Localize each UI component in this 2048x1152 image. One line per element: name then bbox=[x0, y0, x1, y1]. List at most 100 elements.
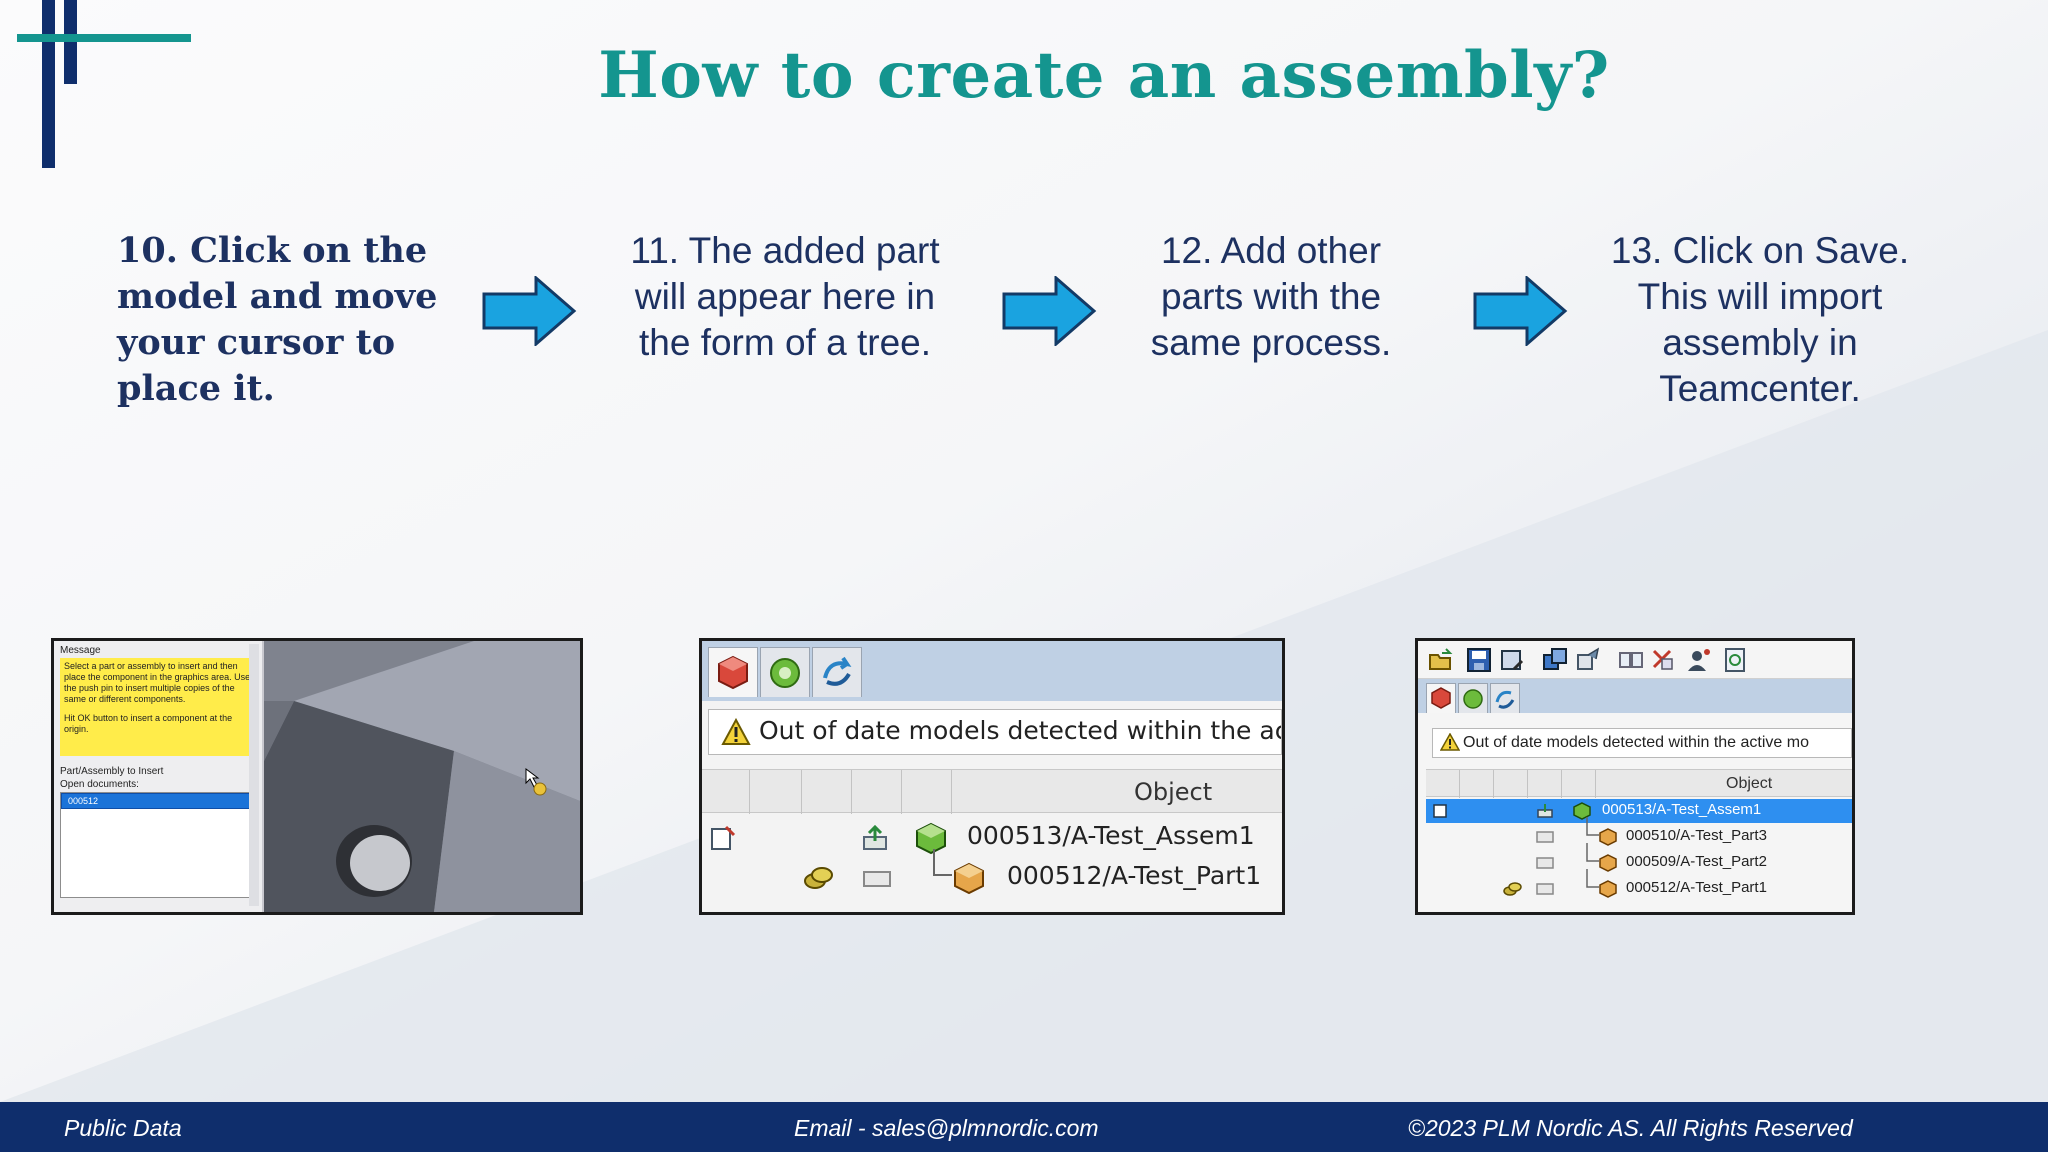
status-box-icon bbox=[1536, 831, 1554, 843]
tab-sync[interactable] bbox=[1490, 683, 1520, 713]
graphics-area[interactable] bbox=[264, 641, 580, 912]
out-of-date-warning: Out of date models detected within the a… bbox=[1432, 728, 1852, 758]
column-header[interactable] bbox=[1426, 770, 1460, 798]
tree-node-label[interactable]: 000513/A-Test_Assem1 bbox=[1602, 801, 1762, 818]
tree-node-label[interactable]: 000510/A-Test_Part3 bbox=[1626, 827, 1767, 844]
corner-logo-lines bbox=[17, 0, 191, 168]
column-header[interactable] bbox=[702, 770, 750, 814]
panel-scrollbar[interactable] bbox=[249, 644, 259, 906]
table-row[interactable]: 000512/A-Test_Part1 bbox=[702, 849, 1282, 897]
sync-icon bbox=[1495, 690, 1515, 709]
table-row[interactable]: 000513/A-Test_Assem1 bbox=[1426, 799, 1852, 823]
refresh-doc-icon[interactable] bbox=[1722, 647, 1748, 673]
column-header[interactable] bbox=[852, 770, 902, 814]
table-row[interactable]: 000509/A-Test_Part2 bbox=[1426, 843, 1852, 875]
grid-header: Object bbox=[702, 769, 1282, 814]
table-row[interactable]: 000510/A-Test_Part3 bbox=[1426, 817, 1852, 849]
column-header[interactable] bbox=[802, 770, 852, 814]
part-icon bbox=[1599, 880, 1617, 898]
message-header: Message bbox=[60, 645, 101, 656]
user-icon[interactable] bbox=[1686, 647, 1712, 673]
tree-node-label[interactable]: 000513/A-Test_Assem1 bbox=[967, 821, 1255, 850]
tree-connector bbox=[1586, 869, 1599, 888]
warning-text: Out of date models detected within the a… bbox=[759, 716, 1282, 745]
footer-classification: Public Data bbox=[64, 1115, 182, 1141]
footer-copyright: ©2023 PLM Nordic AS. All Rights Reserved bbox=[1408, 1115, 1853, 1141]
part-icon bbox=[1599, 828, 1617, 846]
save-as-icon[interactable] bbox=[1500, 647, 1526, 673]
step-11-text: 11. The added part will appear here in t… bbox=[630, 230, 940, 363]
status-box-icon bbox=[863, 871, 891, 887]
tree-node-label[interactable]: 000512/A-Test_Part1 bbox=[1626, 879, 1767, 896]
tab-assembly[interactable] bbox=[760, 647, 810, 697]
tab-models[interactable] bbox=[1426, 683, 1456, 713]
tree-node-label[interactable]: 000512/A-Test_Part1 bbox=[1007, 861, 1262, 890]
tree-connector bbox=[1586, 817, 1599, 836]
warning-text: Out of date models detected within the a… bbox=[1463, 734, 1809, 751]
cancel-checkout-icon[interactable] bbox=[1650, 647, 1676, 673]
model-cube-icon bbox=[718, 655, 748, 690]
sync-icon bbox=[823, 656, 852, 686]
part-assembly-section-header: Part/Assembly to Insert bbox=[60, 766, 164, 777]
upload-icon bbox=[863, 824, 887, 850]
column-header[interactable] bbox=[902, 770, 952, 814]
assembly-icon bbox=[1573, 802, 1591, 820]
check-out-icon[interactable] bbox=[1542, 647, 1568, 673]
assembly-icon bbox=[1463, 689, 1483, 709]
tab-strip bbox=[1418, 679, 1852, 713]
object-column-header[interactable]: Object bbox=[1134, 778, 1213, 806]
teamcenter-save-screenshot: Out of date models detected within the a… bbox=[1415, 638, 1855, 915]
message-hint: Hit OK button to insert a component at t… bbox=[64, 713, 233, 734]
out-of-date-warning: Out of date models detected within the a… bbox=[708, 709, 1282, 755]
edit-doc-icon bbox=[1433, 804, 1447, 818]
object-column-header[interactable]: Object bbox=[1726, 775, 1773, 792]
right-arrow-icon bbox=[1473, 276, 1568, 346]
table-row[interactable]: 000513/A-Test_Assem1 bbox=[702, 819, 1282, 857]
check-in-icon[interactable] bbox=[1576, 647, 1602, 673]
step-12-text: 12. Add other parts with the same proces… bbox=[1150, 230, 1392, 363]
insert-component-screenshot: Message Select a part or assembly to ins… bbox=[51, 638, 583, 915]
background-diagonal bbox=[0, 330, 2048, 1102]
message-text: Select a part or assembly to insert and … bbox=[64, 661, 251, 704]
footer-bar: Public Data Email - sales@plmnordic.com … bbox=[0, 1102, 2048, 1152]
right-arrow-icon bbox=[482, 276, 577, 346]
step-10-text: 10. Click on the model and move your cur… bbox=[117, 230, 438, 409]
book-icon[interactable] bbox=[1618, 649, 1644, 671]
save-icon[interactable] bbox=[1466, 647, 1492, 673]
property-manager-panel: Message Select a part or assembly to ins… bbox=[54, 641, 264, 912]
tab-models[interactable] bbox=[708, 647, 758, 697]
table-row[interactable]: 000512/A-Test_Part1 bbox=[1426, 869, 1852, 901]
list-item[interactable]: 000512 bbox=[61, 793, 255, 809]
message-box: Select a part or assembly to insert and … bbox=[60, 658, 256, 756]
part-icon bbox=[1599, 854, 1617, 872]
tree-node-label[interactable]: 000509/A-Test_Part2 bbox=[1626, 853, 1767, 870]
assembly-icon bbox=[916, 822, 946, 855]
part-icon bbox=[954, 862, 984, 895]
status-box-icon bbox=[1536, 883, 1554, 895]
teamcenter-tree-screenshot: Out of date models detected within the a… bbox=[699, 638, 1285, 915]
column-header[interactable] bbox=[1494, 770, 1528, 798]
assembly-icon bbox=[770, 658, 800, 688]
right-arrow-icon bbox=[1002, 276, 1097, 346]
warning-icon bbox=[721, 718, 751, 745]
edit-doc-icon bbox=[711, 825, 736, 850]
open-documents-list[interactable]: 000512 bbox=[60, 792, 256, 898]
link-icon bbox=[1503, 882, 1522, 896]
status-box-icon bbox=[1536, 857, 1554, 869]
column-header[interactable] bbox=[1562, 770, 1596, 798]
column-header[interactable] bbox=[1528, 770, 1562, 798]
cursor-icon bbox=[525, 768, 547, 796]
tab-assembly[interactable] bbox=[1458, 683, 1488, 713]
model-cube-icon bbox=[1431, 687, 1451, 709]
column-header[interactable] bbox=[1460, 770, 1494, 798]
open-folder-icon[interactable] bbox=[1428, 647, 1454, 673]
open-documents-label: Open documents: bbox=[60, 779, 139, 790]
tree-connector bbox=[933, 849, 952, 876]
tab-strip bbox=[702, 641, 1282, 701]
column-header[interactable] bbox=[750, 770, 802, 814]
tab-sync[interactable] bbox=[812, 647, 862, 697]
upload-icon bbox=[1537, 804, 1553, 818]
slide-title: How to create an assembly? bbox=[598, 38, 1610, 113]
toolbar bbox=[1418, 641, 1852, 679]
tree-connector bbox=[1586, 843, 1599, 862]
